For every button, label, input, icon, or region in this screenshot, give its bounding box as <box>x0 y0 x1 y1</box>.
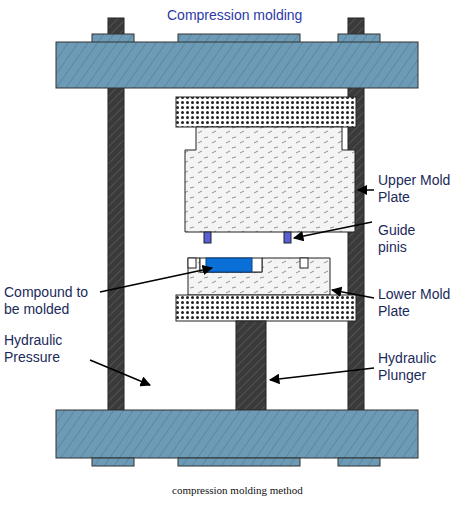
base-platen <box>56 410 418 458</box>
foot <box>178 458 300 466</box>
guide-pin <box>204 232 211 243</box>
mold-cavity <box>200 258 262 272</box>
heating-plate <box>176 295 356 321</box>
part-label: Guide pinis <box>378 222 448 256</box>
part-label: Compound to be molded <box>4 284 100 318</box>
compound <box>206 258 252 272</box>
figure-caption: compression molding method <box>172 482 303 499</box>
foot <box>92 458 134 466</box>
foot <box>338 458 380 466</box>
guide-pin <box>284 232 291 243</box>
part-label: Hydraulic Pressure <box>4 332 88 366</box>
heating-plate <box>176 97 356 127</box>
diagram-title: Compression molding <box>165 7 304 24</box>
leader-lines <box>90 190 374 385</box>
part-label: Hydraulic Plunger <box>378 350 470 384</box>
pin-hole <box>188 258 196 268</box>
part-label: Lower Mold Plate <box>378 286 470 320</box>
top-platen <box>56 42 418 88</box>
upper-mold <box>185 127 355 232</box>
hydraulic-plunger <box>236 321 266 410</box>
pin-hole <box>300 258 308 268</box>
lower-mold <box>188 258 330 295</box>
part-label: Upper Mold Plate <box>378 172 470 206</box>
